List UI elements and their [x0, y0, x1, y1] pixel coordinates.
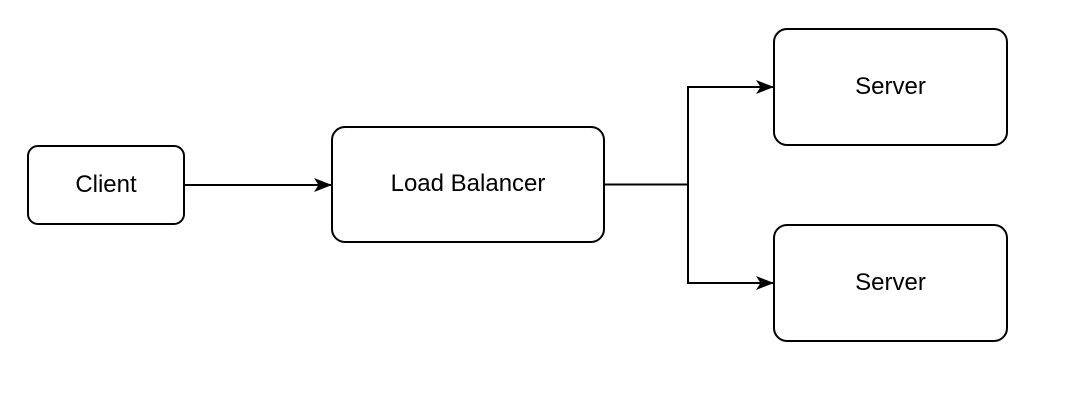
- edge-load-balancer-to-server-bottom: [687, 184, 774, 290]
- node-load-balancer: Load Balancer: [331, 126, 605, 243]
- node-load-balancer-label: Load Balancer: [390, 170, 546, 198]
- node-server-top: Server: [773, 28, 1008, 146]
- node-client: Client: [27, 145, 185, 225]
- node-server-bottom: Server: [773, 224, 1008, 342]
- node-server-top-label: Server: [855, 72, 926, 100]
- node-client-label: Client: [75, 170, 137, 198]
- edge-load-balancer-to-server-top: [605, 80, 774, 186]
- node-server-bottom-label: Server: [855, 268, 926, 296]
